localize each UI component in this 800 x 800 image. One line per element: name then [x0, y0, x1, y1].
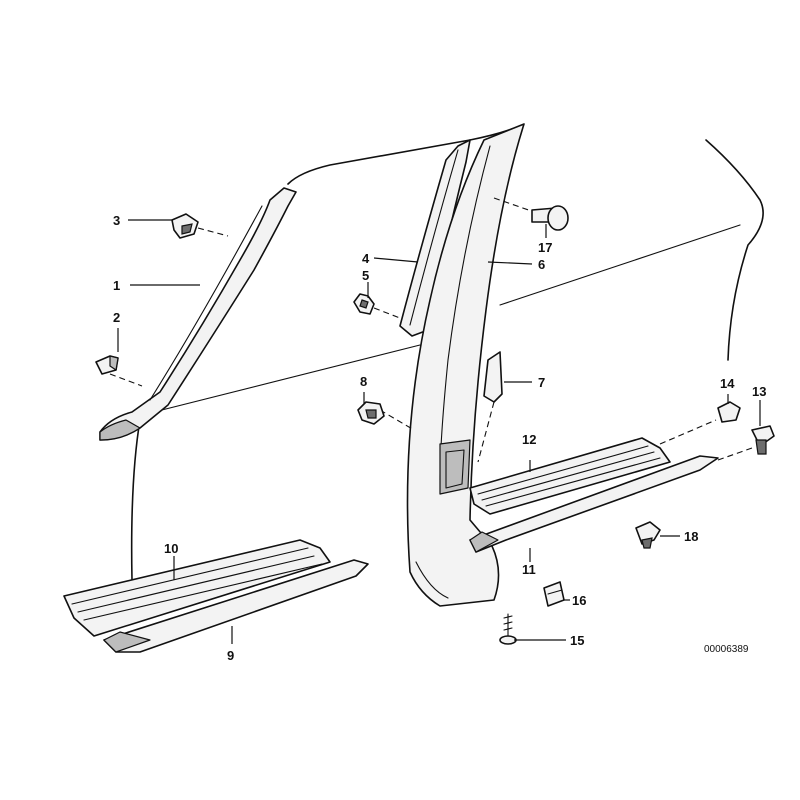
dash-8	[379, 409, 415, 431]
clip-part-5	[353, 293, 375, 315]
screw-part-15	[499, 613, 517, 645]
clip-part-14	[717, 401, 741, 423]
callout-6: 6	[538, 257, 545, 272]
callout-15: 15	[570, 633, 584, 648]
dash-14	[659, 419, 717, 445]
b-pillar-main-trim	[406, 123, 525, 607]
callout-12: 12	[522, 432, 536, 447]
callout-3: 3	[113, 213, 120, 228]
dash-13	[717, 447, 753, 461]
leader-lines	[117, 219, 761, 644]
reference-number: 00006389	[704, 644, 749, 655]
callout-8: 8	[360, 374, 367, 389]
push-pin-part-17	[531, 205, 569, 231]
rear-sill-lower	[469, 455, 719, 553]
bracket-part-7	[483, 351, 503, 403]
dash-5	[373, 307, 401, 319]
a-pillar-trim	[99, 187, 297, 441]
dash-7	[477, 401, 495, 463]
rear-sill-plate	[469, 437, 671, 515]
clip-part-18	[635, 521, 661, 549]
callout-5: 5	[362, 268, 369, 283]
callout-18: 18	[684, 529, 698, 544]
dash-3	[197, 227, 229, 237]
clip-part-3	[171, 213, 199, 239]
front-sill-plate	[63, 539, 331, 637]
callout-9: 9	[227, 648, 234, 663]
callout-1: 1	[113, 278, 120, 293]
dash-2	[109, 373, 143, 387]
callout-4: 4	[362, 251, 370, 266]
callouts: 1 2 3 4 5 6 7 8 9 10 11 12 13 14 15 16 1…	[113, 213, 766, 663]
clip-part-8	[357, 401, 385, 425]
callout-11: 11	[522, 562, 536, 577]
clip-part-16	[543, 581, 565, 607]
clip-part-2	[95, 355, 119, 375]
callout-16: 16	[572, 593, 586, 608]
callout-14: 14	[720, 376, 735, 391]
front-sill-lower	[103, 559, 369, 653]
callout-10: 10	[164, 541, 178, 556]
callout-2: 2	[113, 310, 120, 325]
callout-7: 7	[538, 375, 545, 390]
callout-13: 13	[752, 384, 766, 399]
callout-17: 17	[538, 240, 552, 255]
clip-part-13	[751, 425, 775, 455]
